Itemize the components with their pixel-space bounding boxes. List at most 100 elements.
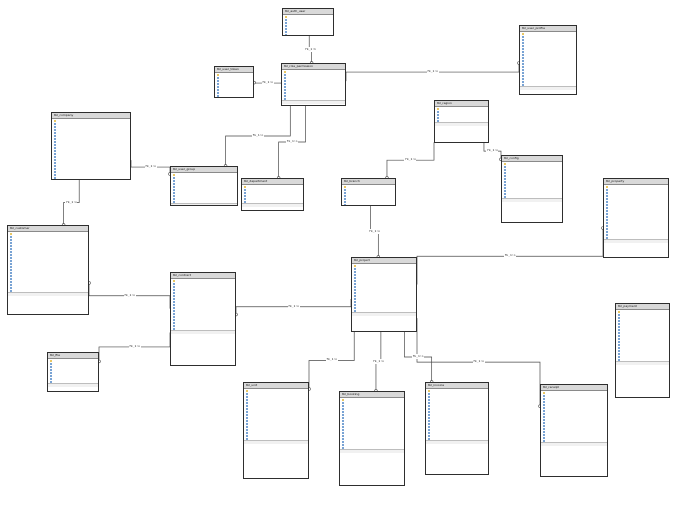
table-header[interactable]: tbl_role_permission xyxy=(282,64,345,70)
table-t-left1[interactable]: tbl_company xyxy=(51,112,131,180)
table-header[interactable]: tbl_region xyxy=(435,101,488,107)
primary-key-icon xyxy=(354,264,356,267)
table-field-row xyxy=(541,391,607,394)
table-header[interactable]: tbl_auth_user xyxy=(283,9,333,15)
table-t-bot2[interactable]: tbl_booking xyxy=(339,391,405,486)
table-field-row xyxy=(520,74,576,77)
table-header[interactable]: tbl_contract xyxy=(171,273,235,279)
column-icon xyxy=(428,392,430,395)
table-t-right-top[interactable]: tbl_user_profile xyxy=(519,25,577,95)
table-field-row xyxy=(520,56,576,59)
column-icon xyxy=(504,183,506,186)
table-t-center-mid[interactable]: tbl_department xyxy=(241,178,304,211)
table-field-row xyxy=(244,431,308,434)
table-field-row xyxy=(616,352,669,355)
relationship-label: fk_1:n xyxy=(287,303,300,309)
table-field-row xyxy=(604,200,668,203)
table-t-right-b2[interactable]: tbl_payment xyxy=(615,303,670,398)
table-header[interactable]: tbl_receipt xyxy=(541,385,607,391)
table-header[interactable]: tbl_department xyxy=(242,179,303,185)
table-header[interactable]: tbl_property xyxy=(604,179,668,185)
table-t-center-main[interactable]: tbl_project xyxy=(351,257,417,332)
table-field-row xyxy=(282,94,345,97)
table-field-row xyxy=(541,421,607,424)
column-icon xyxy=(618,325,620,328)
primary-key-icon xyxy=(246,389,248,392)
column-icon xyxy=(606,197,608,200)
table-header[interactable]: tbl_branch xyxy=(342,179,395,185)
indexes-section xyxy=(520,86,576,90)
table-t-bot1[interactable]: tbl_unit xyxy=(243,382,309,479)
table-field-row xyxy=(8,265,88,268)
table-t-left-small[interactable]: tbl_user_token xyxy=(214,66,254,98)
table-field-row xyxy=(520,80,576,83)
column-icon xyxy=(284,85,286,88)
index-row xyxy=(171,355,235,358)
table-header[interactable]: tbl_project xyxy=(352,258,416,264)
table-field-row xyxy=(520,50,576,53)
table-t-mid-up[interactable]: tbl_user_group xyxy=(170,166,238,206)
table-t-top[interactable]: tbl_auth_user xyxy=(282,8,334,36)
table-field-row xyxy=(52,161,130,164)
column-icon xyxy=(344,197,346,200)
table-header[interactable]: tbl_user_token xyxy=(215,67,253,73)
table-header[interactable]: tbl_unit xyxy=(244,383,308,389)
table-field-row xyxy=(8,262,88,265)
table-header[interactable]: tbl_config xyxy=(502,156,562,162)
table-t-right-big[interactable]: tbl_property xyxy=(603,178,669,258)
column-icon xyxy=(618,334,620,337)
column-icon xyxy=(54,164,56,167)
table-field-row xyxy=(541,409,607,412)
table-header[interactable]: tbl_invoice xyxy=(426,383,488,389)
table-field-row xyxy=(541,397,607,400)
indexes-section xyxy=(282,100,345,104)
table-header[interactable]: tbl_booking xyxy=(340,392,404,398)
column-icon xyxy=(50,374,52,377)
table-field-row xyxy=(616,340,669,343)
table-t-bot4[interactable]: tbl_receipt xyxy=(540,384,608,477)
table-header[interactable]: tbl_company xyxy=(52,113,130,119)
table-t-center-left[interactable]: tbl_contract xyxy=(170,272,236,366)
table-field-row xyxy=(435,113,488,116)
column-icon xyxy=(246,422,248,425)
table-field-row xyxy=(283,27,333,30)
table-field-row xyxy=(616,334,669,337)
table-header[interactable]: tbl_file xyxy=(48,353,98,359)
table-t-role[interactable]: tbl_role_permission xyxy=(281,63,346,106)
indexes-section xyxy=(48,383,98,387)
table-field-row xyxy=(244,422,308,425)
column-icon xyxy=(217,94,219,97)
column-icon xyxy=(543,433,545,436)
column-icon xyxy=(342,410,344,413)
column-icon xyxy=(173,297,175,300)
table-field-row xyxy=(616,313,669,316)
table-header[interactable]: tbl_payment xyxy=(616,304,669,310)
relationship-label: fk_1:n xyxy=(486,148,499,154)
table-field-row xyxy=(244,428,308,431)
table-field-row xyxy=(52,137,130,140)
column-icon xyxy=(522,56,524,59)
table-field-row xyxy=(171,182,237,185)
relationship-label: fk_1:n xyxy=(144,164,157,170)
table-field-row xyxy=(52,128,130,131)
column-icon xyxy=(428,431,430,434)
table-t-left2[interactable]: tbl_customer xyxy=(7,225,89,315)
table-field-row xyxy=(352,273,416,276)
table-t-left-bottom[interactable]: tbl_file xyxy=(47,352,99,392)
column-icon xyxy=(618,319,620,322)
table-header[interactable]: tbl_customer xyxy=(8,226,88,232)
table-field-row xyxy=(340,434,404,437)
table-t-mid-sm[interactable]: tbl_branch xyxy=(341,178,396,206)
indexes-section xyxy=(244,440,308,444)
table-t-rmid[interactable]: tbl_config xyxy=(501,155,563,223)
table-field-row xyxy=(8,277,88,280)
column-icon xyxy=(543,427,545,430)
column-icon xyxy=(246,410,248,413)
table-field-row xyxy=(8,235,88,238)
table-header[interactable]: tbl_user_profile xyxy=(520,26,576,32)
table-field-row xyxy=(171,188,237,191)
table-header[interactable]: tbl_user_group xyxy=(171,167,237,173)
table-field-row xyxy=(52,131,130,134)
table-t-bot3[interactable]: tbl_invoice xyxy=(425,382,489,475)
table-t-center-right[interactable]: tbl_region xyxy=(434,100,489,143)
